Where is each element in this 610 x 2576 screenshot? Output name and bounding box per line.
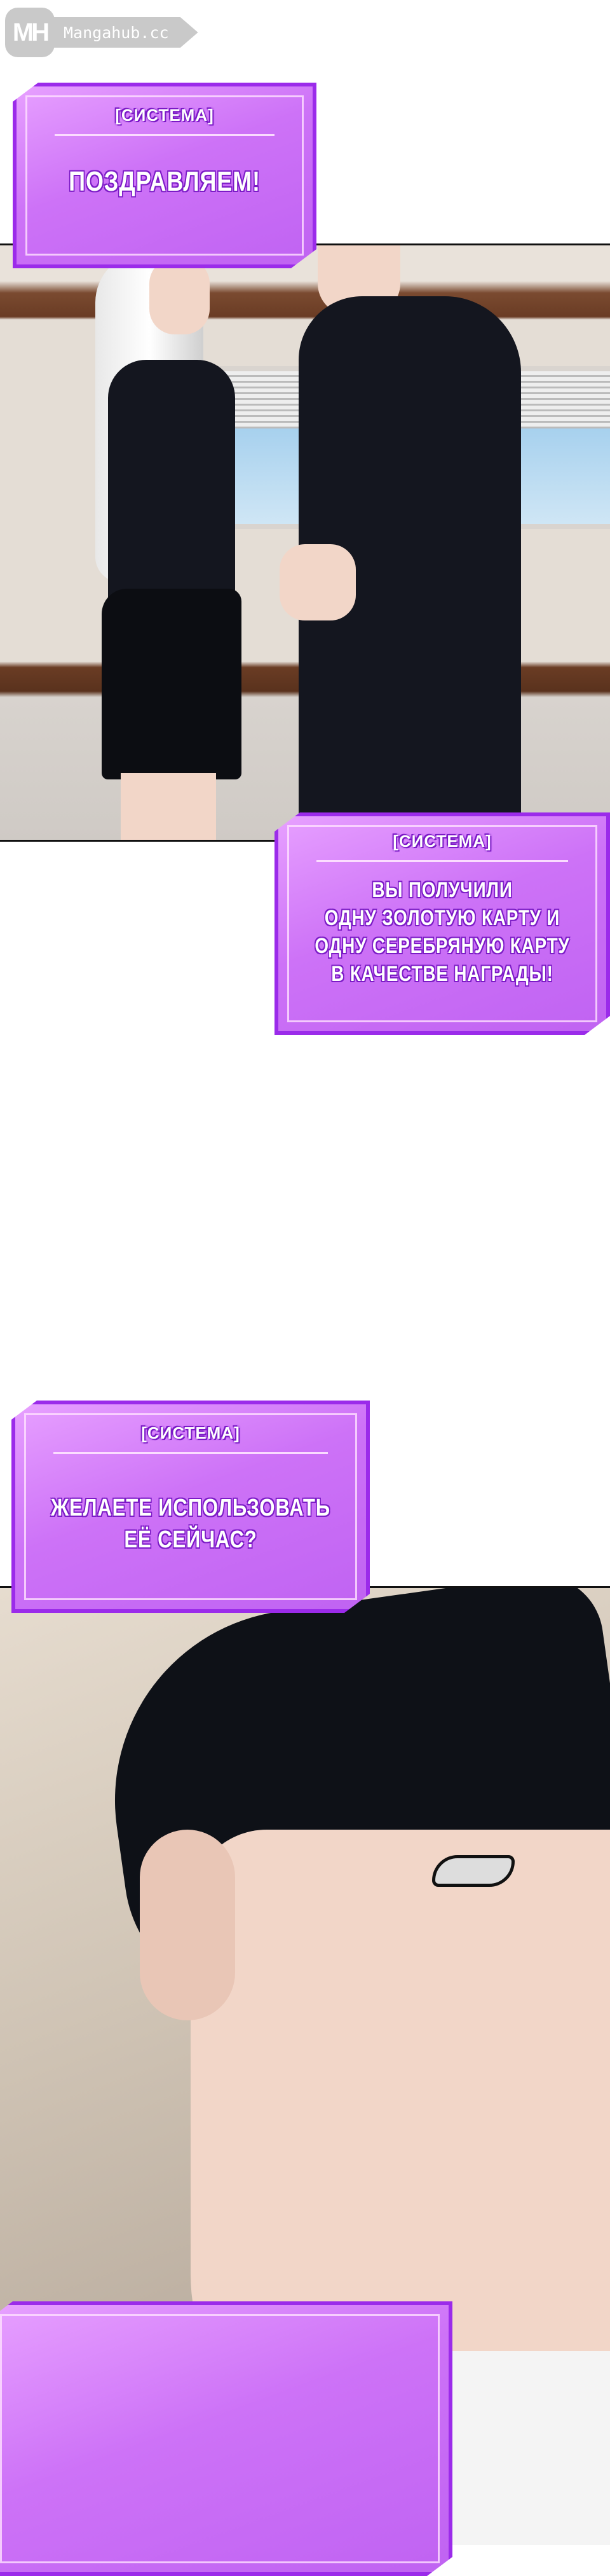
system-box-partial bbox=[0, 2301, 452, 2576]
system-title: [СИСТЕМА] bbox=[141, 1423, 240, 1442]
system-message-use-now: [СИСТЕМА] ЖЕЛАЕТЕ ИСПОЛЬЗОВАТЬ ЕЁ СЕЙЧАС… bbox=[11, 1401, 370, 1613]
system-text-line: ЕЁ СЕЙЧАС? bbox=[124, 1526, 257, 1553]
site-logo: MH bbox=[5, 8, 55, 57]
divider bbox=[53, 1452, 328, 1454]
woman-jacket bbox=[108, 360, 235, 614]
system-text-line: ВЫ ПОЛУЧИЛИ bbox=[372, 878, 513, 902]
comic-panel-office bbox=[0, 243, 610, 842]
system-message-reward: [СИСТЕМА] ВЫ ПОЛУЧИЛИ ОДНУ ЗОЛОТУЮ КАРТУ… bbox=[274, 812, 610, 1035]
woman-face bbox=[149, 258, 210, 334]
system-message-congrats: [СИСТЕМА] ПОЗДРАВЛЯЕМ! bbox=[13, 83, 316, 268]
divider bbox=[316, 860, 568, 862]
woman-skirt bbox=[102, 589, 241, 779]
system-text-line: ЖЕЛАЕТЕ ИСПОЛЬЗОВАТЬ bbox=[51, 1495, 330, 1521]
system-text: ПОЗДРАВЛЯЕМ! bbox=[69, 166, 261, 197]
system-title: [СИСТЕМА] bbox=[115, 106, 214, 125]
woman-legs bbox=[121, 773, 216, 840]
man-eye bbox=[432, 1855, 515, 1887]
system-text-line: ОДНУ ЗОЛОТУЮ КАРТУ И bbox=[324, 906, 560, 930]
site-name: Mangahub.cc bbox=[51, 17, 198, 48]
divider bbox=[55, 134, 274, 136]
system-title: [СИСТЕМА] bbox=[393, 832, 492, 851]
system-text-line: ОДНУ СЕРЕБРЯНУЮ КАРТУ bbox=[315, 934, 570, 958]
man-ear bbox=[140, 1830, 235, 2020]
system-text-line: В КАЧЕСТВЕ НАГРАДЫ! bbox=[331, 962, 553, 986]
man-hand bbox=[280, 544, 356, 620]
watermark: MH Mangahub.cc bbox=[5, 6, 198, 58]
